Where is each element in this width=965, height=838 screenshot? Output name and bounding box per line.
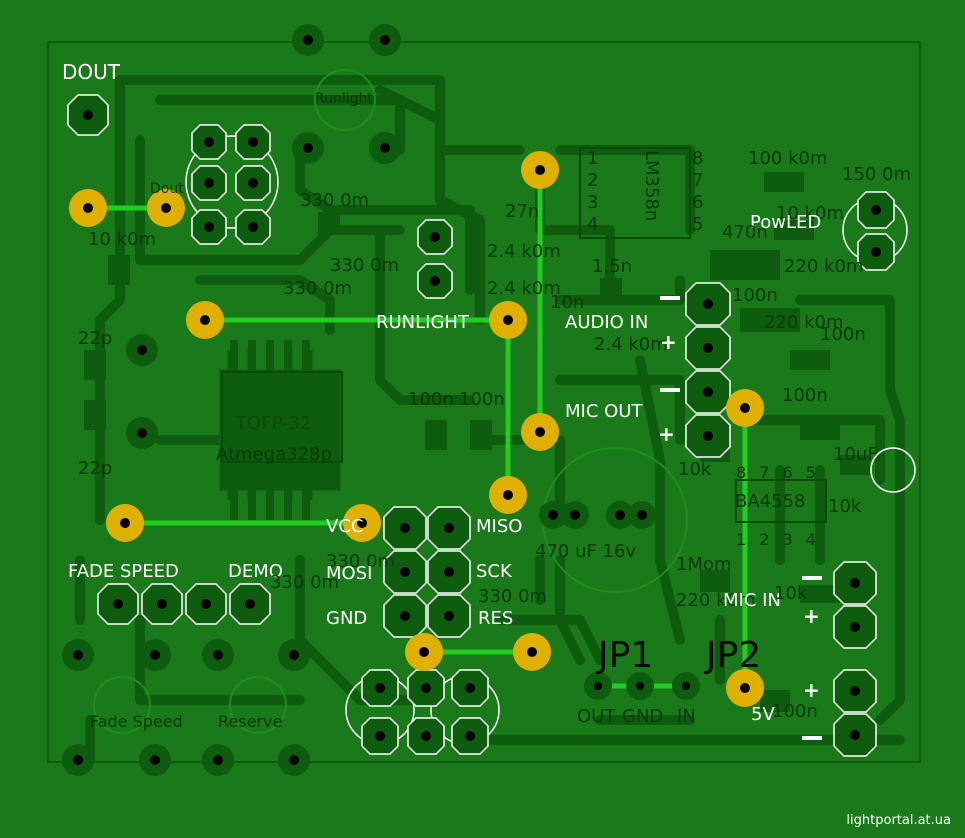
label-r-220-mic: 220 k0m bbox=[676, 590, 756, 611]
label-gnd: GND bbox=[326, 608, 368, 629]
label-r-100k: 100 k0m bbox=[748, 148, 828, 169]
label-r-330-b: 330 0m bbox=[330, 255, 400, 276]
label-r-24k-b: 2.4 k0m bbox=[487, 278, 561, 299]
label-mic-in: MIC IN bbox=[723, 590, 781, 611]
label-cap-470: 470 uF 16v bbox=[535, 541, 637, 562]
label-miso: MISO bbox=[476, 516, 523, 537]
label-pin8: 8 bbox=[692, 148, 704, 169]
label-r-220k-a: 220 k0m bbox=[784, 256, 864, 277]
label-r-330-e: 330 0m bbox=[478, 586, 548, 607]
label-r-10k-left: 10 k0m bbox=[88, 229, 157, 250]
label-jp2: JP2 bbox=[706, 635, 762, 676]
label-gnd-jp: GND bbox=[622, 706, 664, 727]
label-ba-pins-top: 8 7 6 5 bbox=[736, 463, 820, 482]
jumpers bbox=[88, 170, 748, 689]
label-c-10n: 10n bbox=[550, 292, 585, 313]
label-c-100n-e: 100n bbox=[782, 385, 828, 406]
watermark: lightportal.at.ua bbox=[846, 813, 951, 828]
label-lm358: LM358n bbox=[641, 150, 662, 222]
label-in: IN bbox=[677, 706, 696, 727]
label-r-24k-a: 2.4 k0m bbox=[487, 241, 561, 262]
label-c-15n: 1.5n bbox=[592, 256, 633, 277]
ic-atmega bbox=[219, 369, 341, 491]
label-r-24k-c: 2.4 k0m bbox=[594, 334, 668, 355]
round-pad-holes bbox=[73, 35, 690, 765]
label-c-100n-a: 100n bbox=[408, 389, 454, 410]
label-r-10k-c: 10k bbox=[678, 459, 712, 480]
label-pin2: 2 bbox=[587, 170, 599, 191]
label-c-100n-b: 100n bbox=[459, 389, 505, 410]
label-r-330-c: 330 0m bbox=[283, 278, 353, 299]
label-audio-in: AUDIO IN bbox=[565, 312, 649, 333]
label-pin5: 5 bbox=[692, 214, 704, 235]
pin-markers bbox=[660, 296, 822, 740]
label-c-10uf: 10uF bbox=[833, 444, 878, 465]
label-c-22p-top: 22p bbox=[78, 328, 113, 349]
label-vcc: VCC bbox=[326, 516, 364, 537]
label-powled: PowLED bbox=[750, 212, 822, 233]
label-tqfp: TQFP-32 bbox=[236, 413, 312, 434]
label-c-100n-d: 100n bbox=[820, 324, 866, 345]
label-dout-small: Dout bbox=[150, 181, 184, 197]
label-dout: DOUT bbox=[62, 60, 120, 84]
lm358-text: LM358n bbox=[641, 150, 662, 222]
label-r-10k-d: 10k bbox=[828, 496, 862, 517]
label-r-10k-right: 10 k0m bbox=[776, 203, 845, 224]
label-plus-4: + bbox=[803, 678, 820, 702]
label-c-22p-bottom: 22p bbox=[78, 458, 113, 479]
yellow-via-holes bbox=[83, 165, 750, 693]
label-r-330-d: 330 0m bbox=[326, 551, 396, 572]
label-pin3: 3 bbox=[587, 192, 599, 213]
label-pin4: 4 bbox=[587, 214, 599, 235]
label-pin1: 1 bbox=[587, 148, 599, 169]
label-res: RES bbox=[478, 608, 514, 629]
label-pin6: 6 bbox=[692, 192, 704, 213]
label-runlight-small: Runlight bbox=[315, 91, 373, 107]
label-r-330-f: 330 0m bbox=[270, 572, 340, 593]
label-mosi: MOSI bbox=[326, 563, 373, 584]
ba4558-outline bbox=[735, 479, 827, 523]
label-runlight: RUNLIGHT bbox=[376, 312, 469, 333]
label-jp1: JP1 bbox=[598, 635, 654, 676]
label-demo: DEMO bbox=[228, 561, 283, 582]
label-c-470n: 470n bbox=[722, 222, 768, 243]
label-ba-pins-bottom: 1 2 3 4 bbox=[736, 530, 820, 549]
board-outline bbox=[47, 41, 921, 763]
label-r-1mom: 1Mom bbox=[676, 554, 732, 575]
label-c-100n-c: 100n bbox=[732, 285, 778, 306]
label-pin7: 7 bbox=[692, 170, 704, 191]
tqfp-outline bbox=[221, 371, 343, 463]
label-r-150: 150 0m bbox=[842, 164, 912, 185]
lm358-outline bbox=[579, 147, 691, 239]
label-5v: 5V bbox=[751, 704, 775, 725]
label-sck: SCK bbox=[476, 561, 512, 582]
label-r-330-a: 330 0m bbox=[300, 190, 370, 211]
label-fade-speed-btn: Fade Speed bbox=[90, 712, 183, 731]
label-plus-1: + bbox=[660, 330, 677, 354]
label-r-10k-e: 10k bbox=[774, 583, 808, 604]
label-r-220k-b: 220 k0m bbox=[764, 312, 844, 333]
label-plus-2: + bbox=[658, 422, 675, 446]
label-ba4558: BA4558 bbox=[735, 491, 806, 512]
label-fade-speed: FADE SPEED bbox=[68, 561, 179, 582]
label-c-27n: 27n bbox=[505, 201, 540, 222]
label-plus-3: + bbox=[803, 604, 820, 628]
label-out: OUT bbox=[577, 706, 616, 727]
label-mcu: Atmega328p bbox=[216, 444, 332, 465]
label-c-100n-f: 100n bbox=[772, 701, 818, 722]
label-reserve-btn: Reserve bbox=[218, 712, 283, 731]
ic-atmega-pins bbox=[230, 340, 310, 520]
drill-holes bbox=[83, 110, 881, 741]
label-mic-out: MIC OUT bbox=[565, 401, 643, 422]
